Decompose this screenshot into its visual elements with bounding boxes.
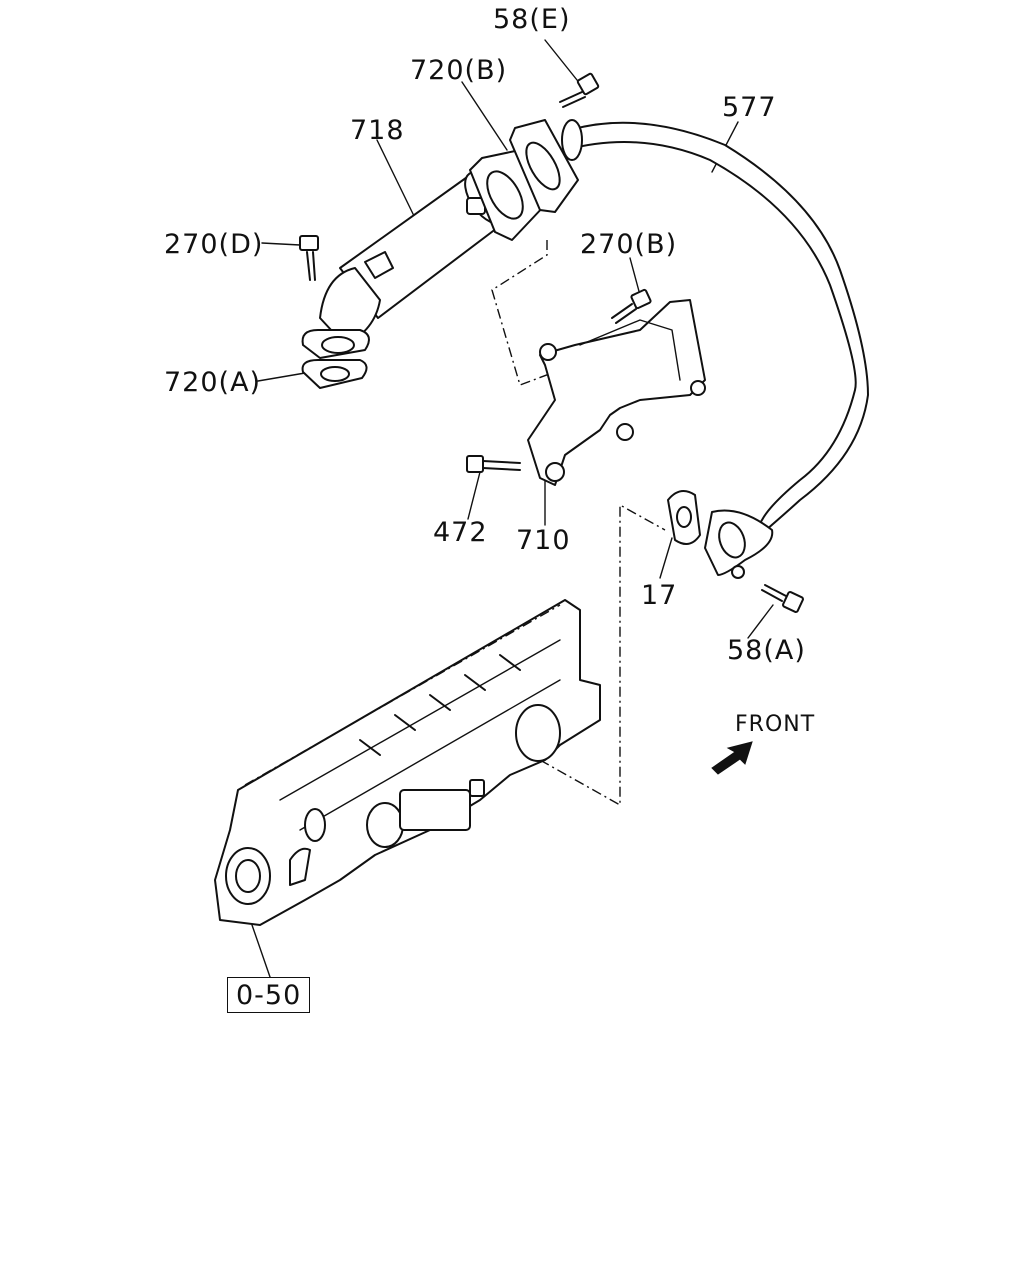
callout-718[interactable]: 718 [350, 115, 405, 146]
bolt-472 [466, 455, 521, 473]
bolt-270d [299, 235, 319, 281]
callout-17[interactable]: 17 [641, 580, 678, 611]
callout-58a[interactable]: 58(A) [727, 635, 806, 666]
leader-lines [251, 39, 774, 978]
callout-58e[interactable]: 58(E) [493, 4, 571, 35]
cooler-housing-0-50 [214, 599, 601, 926]
bolt-58a [761, 584, 804, 613]
callout-270d[interactable]: 270(D) [164, 229, 264, 260]
callout-270b[interactable]: 270(B) [580, 229, 678, 260]
front-direction-label: FRONT [735, 712, 816, 737]
bolt-58e [559, 72, 600, 108]
callout-577[interactable]: 577 [722, 92, 777, 123]
routing-lines [491, 240, 666, 807]
egr-pipe-577 [561, 119, 869, 579]
callout-720a[interactable]: 720(A) [164, 367, 262, 398]
bolt-270b [611, 288, 652, 324]
callout-0-50[interactable]: 0-50 [227, 977, 311, 1013]
callout-720b[interactable]: 720(B) [410, 55, 508, 86]
callout-710[interactable]: 710 [516, 525, 571, 556]
bracket-710 [527, 299, 706, 486]
gasket-17 [667, 490, 701, 545]
egr-cooler-718 [301, 119, 579, 389]
front-arrow-icon [711, 741, 753, 775]
callout-472[interactable]: 472 [433, 517, 488, 548]
